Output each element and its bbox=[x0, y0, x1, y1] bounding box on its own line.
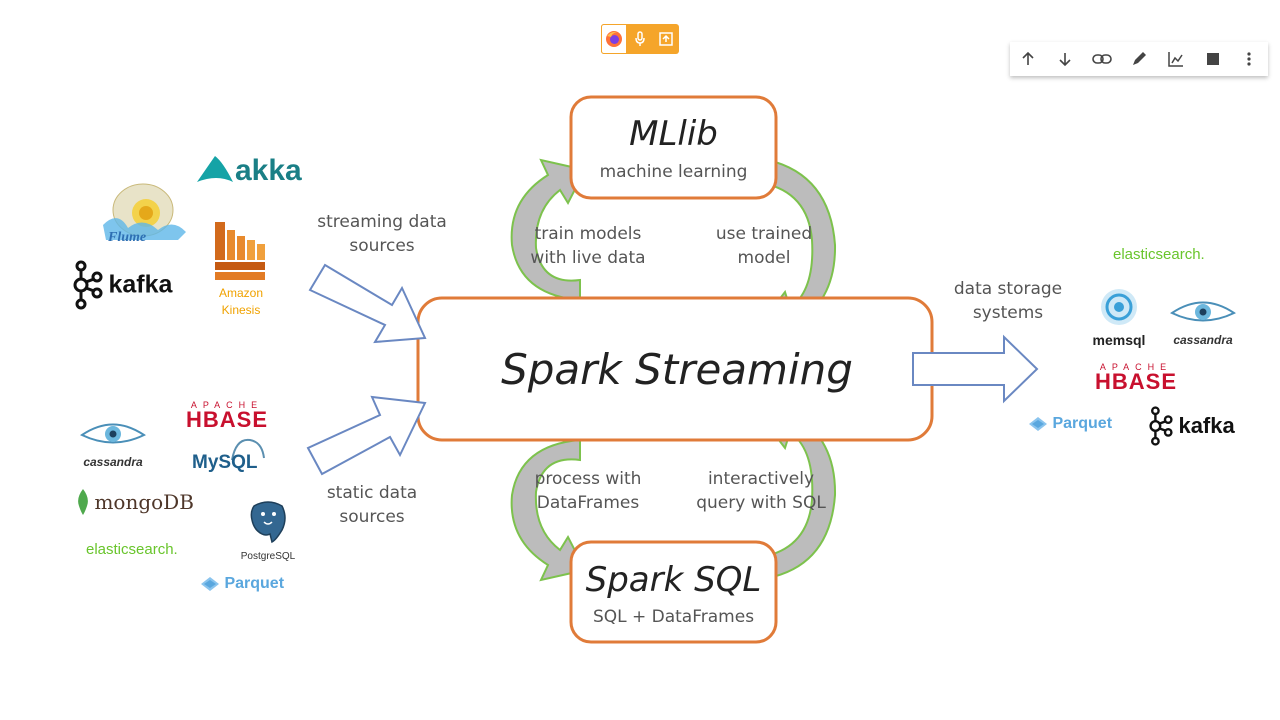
upload-icon[interactable] bbox=[653, 24, 679, 54]
microphone-icon[interactable] bbox=[627, 24, 653, 54]
pen-icon[interactable] bbox=[1126, 46, 1152, 72]
kafka-logo-right: kafka bbox=[1148, 406, 1235, 446]
memsql-logo: memsql bbox=[1084, 287, 1154, 348]
more-icon[interactable] bbox=[1236, 46, 1262, 72]
arrow-up-icon[interactable] bbox=[1015, 46, 1041, 72]
arrow-down-icon[interactable] bbox=[1052, 46, 1078, 72]
kafka-logo-left: kafka bbox=[72, 260, 172, 310]
akka-logo: akka bbox=[195, 152, 302, 188]
firefox-icon[interactable] bbox=[601, 24, 627, 54]
cassandra-logo-left: cassandra bbox=[80, 420, 146, 469]
streaming-in-arrow bbox=[308, 263, 427, 344]
link-icon[interactable] bbox=[1089, 46, 1115, 72]
parquet-logo-left: Parquet bbox=[200, 575, 284, 593]
parquet-logo-right: Parquet bbox=[1028, 415, 1112, 433]
mongodb-logo: mongoDB bbox=[76, 488, 194, 516]
elasticsearch-logo-left: elasticsearch. bbox=[86, 541, 178, 558]
spark-sql-box bbox=[569, 540, 778, 644]
postgresql-logo: PostgreSQL bbox=[238, 500, 298, 562]
blue-arrows bbox=[306, 263, 1039, 476]
recorder-widget bbox=[601, 24, 679, 54]
mllib-title: MLlib bbox=[629, 114, 718, 154]
hbase-logo-right: APACHE HBASE bbox=[1094, 362, 1177, 394]
static-in-arrow bbox=[306, 395, 427, 476]
spark-streaming-title: Spark Streaming bbox=[501, 345, 853, 394]
square-icon[interactable] bbox=[1200, 46, 1226, 72]
elasticsearch-logo-right: elasticsearch. bbox=[1113, 246, 1205, 263]
mllib-box bbox=[569, 95, 778, 200]
loop-arrow-gray bbox=[511, 160, 836, 580]
spark-sql-title: Spark SQL bbox=[585, 560, 762, 600]
mysql-logo: MySQL bbox=[192, 438, 265, 473]
mllib-subtitle: machine learning bbox=[599, 162, 748, 182]
chart-icon[interactable] bbox=[1163, 46, 1189, 72]
annotation-toolbar bbox=[1010, 42, 1268, 76]
hbase-logo-left: APACHE HBASE bbox=[185, 400, 268, 432]
storage-out-arrow bbox=[912, 334, 1039, 404]
amazon-kinesis-icon bbox=[213, 220, 269, 289]
cassandra-logo-right: cassandra bbox=[1168, 298, 1238, 347]
flume-logo: Flume bbox=[98, 180, 188, 250]
spark-sql-subtitle: SQL + DataFrames bbox=[592, 607, 755, 627]
